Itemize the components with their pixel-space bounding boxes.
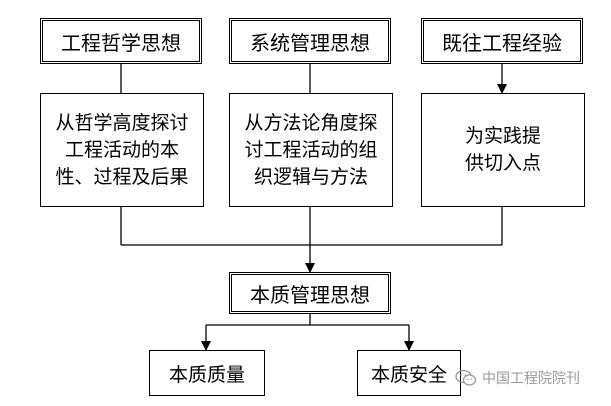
wechat-icon bbox=[455, 369, 477, 386]
node-label: 本质安全 bbox=[370, 363, 447, 386]
watermark-text: 中国工程院院刊 bbox=[482, 371, 580, 387]
watermark: 中国工程院院刊 bbox=[455, 368, 580, 388]
node-past-experience: 既往工程经验 bbox=[421, 18, 583, 64]
node-text: 为实践提供切入点 bbox=[464, 125, 541, 174]
node-philosophy-description: 从哲学高度探讨工程活动的本性、过程及后果 bbox=[40, 93, 204, 207]
node-label: 既往工程经验 bbox=[442, 30, 562, 55]
node-engineering-philosophy: 工程哲学思想 bbox=[40, 18, 202, 64]
node-text: 从哲学高度探讨工程活动的本性、过程及后果 bbox=[55, 111, 189, 188]
node-essential-management: 本质管理思想 bbox=[229, 272, 391, 314]
node-methodology-description: 从方法论角度探讨工程活动的组织逻辑与方法 bbox=[229, 93, 393, 207]
node-label: 本质管理思想 bbox=[250, 282, 370, 307]
node-essential-quality: 本质质量 bbox=[149, 350, 265, 396]
node-systems-management: 系统管理思想 bbox=[229, 18, 391, 64]
node-essential-safety: 本质安全 bbox=[357, 350, 461, 396]
node-label: 本质质量 bbox=[168, 363, 245, 386]
node-text: 从方法论角度探讨工程活动的组织逻辑与方法 bbox=[244, 111, 378, 188]
node-label: 系统管理思想 bbox=[250, 30, 370, 55]
node-practice-entry-point: 为实践提供切入点 bbox=[421, 93, 585, 207]
node-label: 工程哲学思想 bbox=[61, 30, 181, 55]
